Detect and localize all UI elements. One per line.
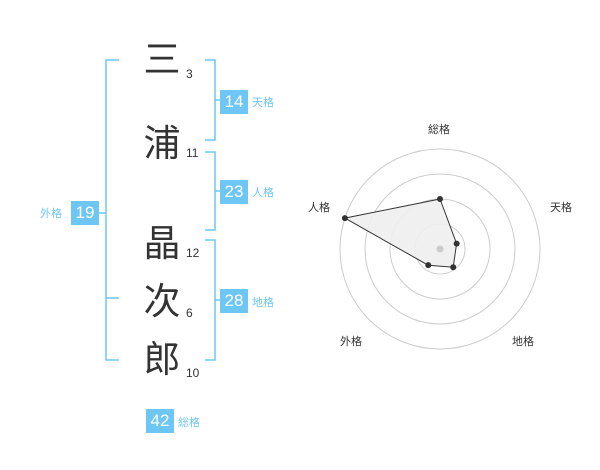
gaikaku-bracket	[105, 59, 119, 361]
radar-grid-ring	[364, 173, 516, 325]
radar-axis-label-chikaku: 地格	[512, 335, 534, 348]
gaikaku-label: 外格	[40, 207, 62, 220]
radar-point-4	[341, 215, 348, 222]
chikaku-value-badge: 28	[220, 289, 248, 313]
name-char-2: 浦	[143, 122, 181, 165]
radar-axis-label-tenkaku: 天格	[550, 201, 572, 214]
tenkaku-label: 天格	[252, 96, 274, 109]
tenkaku-value-badge: 14	[220, 90, 248, 114]
radar-center-dot	[436, 245, 444, 253]
gaikaku-value-badge: 19	[71, 201, 99, 225]
name-char-3: 晶	[143, 222, 181, 265]
stroke-count-5: 10	[186, 366, 200, 380]
jinkaku-label: 人格	[252, 186, 274, 199]
name-char-1: 三	[143, 38, 181, 81]
chikaku-label: 地格	[252, 296, 274, 309]
radar-axis-label-jinkaku: 人格	[308, 201, 330, 214]
stroke-count-3: 12	[186, 246, 200, 260]
stroke-count-4: 6	[186, 306, 193, 320]
name-char-5: 郎	[143, 338, 181, 381]
radar-grid-ring	[339, 148, 541, 350]
name-char-4: 次	[143, 280, 181, 323]
radar-grid	[339, 148, 541, 350]
soukaku-label: 総格	[178, 416, 200, 429]
radar-point-1	[453, 240, 460, 247]
radar-axis-label-gaikaku: 外格	[340, 335, 362, 348]
radar-points	[341, 196, 460, 271]
radar-point-0	[437, 196, 443, 202]
radar-point-3	[425, 262, 432, 269]
stroke-count-1: 3	[186, 67, 193, 81]
radar-axis-label-soukaku: 総格	[428, 123, 450, 136]
jinkaku-value-badge: 23	[220, 180, 248, 204]
stroke-count-2: 11	[186, 146, 199, 160]
radar-polygon	[343, 198, 458, 268]
radar-point-2	[450, 264, 457, 271]
soukaku-value-badge: 42	[146, 409, 174, 433]
